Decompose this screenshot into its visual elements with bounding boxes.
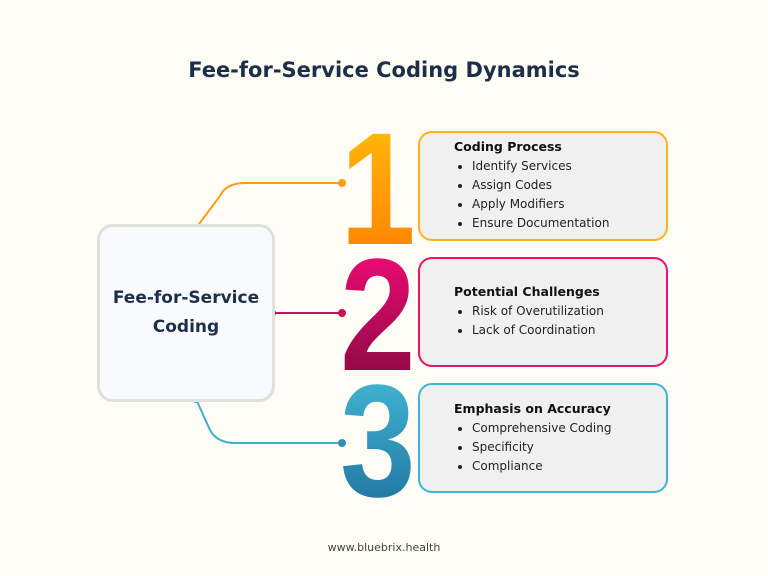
step-item: Identify Services	[472, 157, 666, 176]
step-item: Compliance	[472, 457, 666, 476]
step-number-2: 2	[340, 227, 416, 405]
center-label-line1: Fee-for-Service	[112, 288, 260, 308]
step-heading: Potential Challenges	[454, 284, 600, 299]
step-item: Apply Modifiers	[472, 195, 666, 214]
step-item: Specificity	[472, 438, 666, 457]
connector-dot	[338, 179, 346, 187]
step-item: Assign Codes	[472, 176, 666, 195]
step-card-2: Potential Challenges Risk of Overutiliza…	[418, 257, 668, 367]
connector-1	[195, 182, 342, 229]
step-card-1: Coding Process Identify Services Assign …	[418, 131, 668, 241]
step-item: Ensure Documentation	[472, 214, 666, 233]
step-card-3: Emphasis on Accuracy Comprehensive Codin…	[418, 383, 668, 493]
connector-dot	[338, 439, 346, 447]
step-number-1: 1	[340, 101, 416, 279]
step-item: Lack of Coordination	[472, 321, 666, 340]
step-heading: Emphasis on Accuracy	[454, 400, 611, 416]
step-number-3: 3	[340, 353, 416, 531]
footer-url: www.bluebrix.health	[327, 541, 441, 554]
center-label-line2: Coding	[152, 317, 220, 337]
step-heading: Coding Process	[454, 139, 562, 154]
page-title: Fee-for-Service Coding Dynamics	[188, 58, 580, 82]
step-item: Comprehensive Coding	[472, 419, 666, 438]
step-item: Risk of Overutilization	[472, 302, 666, 321]
connector-dot	[338, 309, 346, 317]
connector-3	[195, 398, 342, 444]
